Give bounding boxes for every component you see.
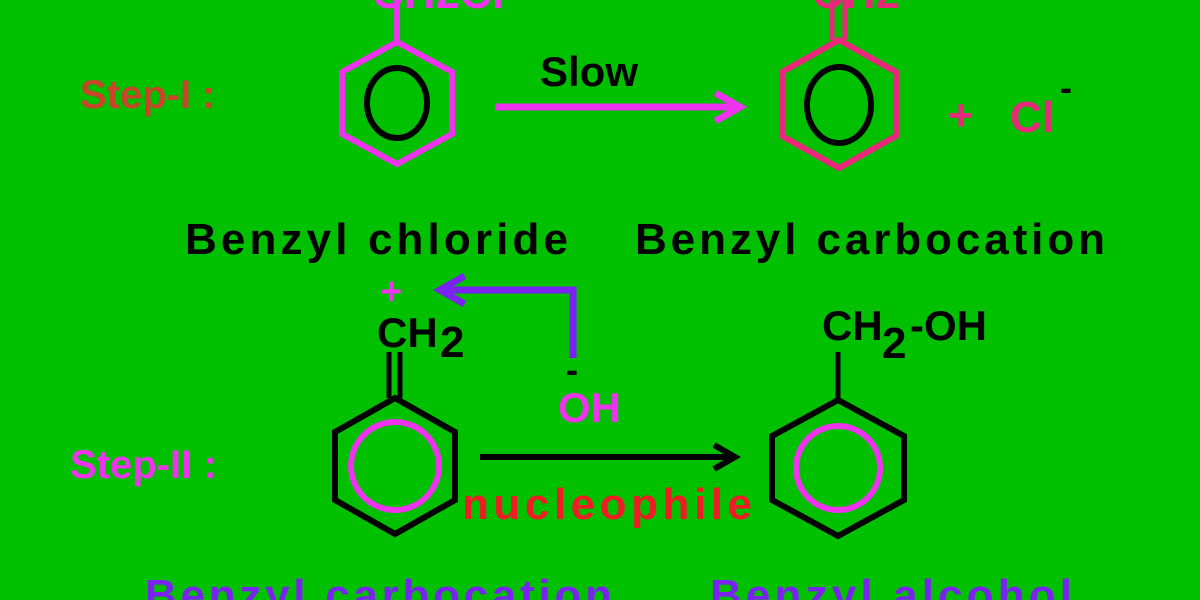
nucleophile-label: nucleophile: [462, 480, 752, 529]
chloride-charge: -: [1060, 67, 1072, 108]
cation-subscript: 2: [440, 318, 464, 367]
step2-label: Step-II :: [70, 443, 217, 487]
product-group-oh: -OH: [910, 302, 987, 349]
benzene-ring: [769, 396, 907, 540]
benzyl-chloride-name: Benzyl chloride: [185, 215, 568, 264]
benzyl-carbocation-name: Benzyl carbocation: [635, 215, 1105, 264]
step1-label: Step-I :: [80, 73, 216, 117]
hydroxide-charge: -: [566, 349, 578, 390]
benzyl-carbocation-name-step2: Benzyl carbocation: [145, 571, 612, 600]
aromatic-circle: [804, 64, 874, 146]
aromatic-circle: [348, 419, 442, 513]
product-group-label: CH2: [812, 0, 900, 18]
benzyl-carbocation-step2-structure: + CH 2: [332, 271, 464, 538]
benzyl-carbocation-structure: CH2: [779, 0, 900, 172]
benzene-ring: [339, 38, 455, 168]
cation-group: CH: [377, 309, 438, 356]
benzene-ring: [332, 394, 458, 538]
aromatic-circle: [364, 65, 430, 141]
reactant-group-label: CH2Cl: [372, 0, 504, 18]
benzyl-alcohol-name: Benzyl alcohol: [710, 571, 1072, 600]
nucleophilic-attack-arrow: [432, 272, 577, 358]
product-subscript: 2: [882, 319, 906, 368]
product-group-ch: CH: [822, 302, 883, 349]
cation-charge: +: [380, 271, 402, 313]
hydroxide-ion: OH: [558, 384, 621, 431]
slow-label: Slow: [540, 48, 638, 95]
plus-sign: +: [948, 91, 974, 140]
chloride-ion: Cl: [1010, 93, 1054, 142]
benzyl-chloride-structure: CH2Cl: [339, 0, 504, 168]
aromatic-circle: [793, 423, 883, 513]
benzene-ring: [779, 36, 899, 172]
benzyl-alcohol-structure: CH 2 -OH: [769, 302, 987, 540]
